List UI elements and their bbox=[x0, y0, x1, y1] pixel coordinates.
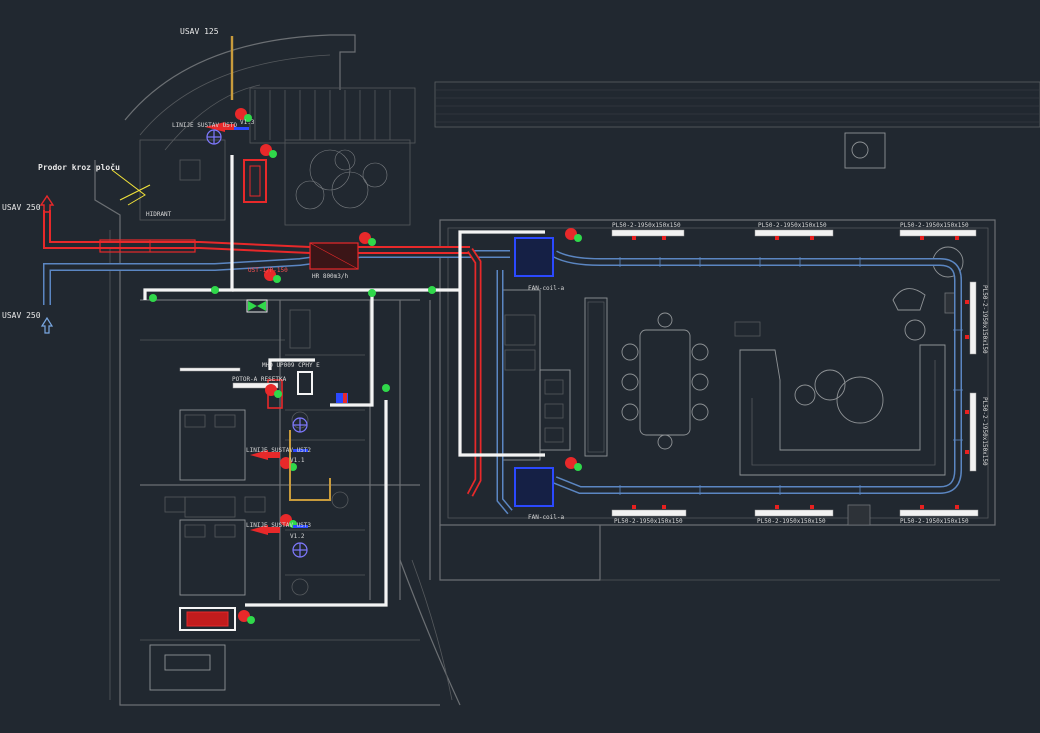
label-pl-bot-3: PL50-2-1950x150x150 bbox=[900, 518, 969, 525]
labels: USAV 125 USAV 250 USAV 250 Prodor kroz p… bbox=[2, 27, 988, 540]
fan-coils bbox=[514, 237, 554, 507]
label-fcu-top: FAN-coil-a bbox=[528, 285, 565, 292]
diffusers bbox=[179, 229, 979, 517]
label-hidrant: HIDRANT bbox=[146, 211, 172, 218]
fan-icon bbox=[206, 129, 308, 558]
label-usav-125: USAV 125 bbox=[180, 27, 219, 36]
fan-coil-unit-top[interactable] bbox=[514, 237, 554, 277]
condensate-piping bbox=[143, 155, 545, 607]
arrow-up-icon bbox=[39, 194, 55, 213]
label-usav-250-return: USAV 250 bbox=[2, 311, 41, 320]
linear-diffuser[interactable] bbox=[754, 229, 834, 237]
label-tag-top-left: LINIJE SUSTAV USTO bbox=[172, 122, 237, 129]
symbols bbox=[111, 36, 582, 624]
label-pl-top-2: PL50-2-1950x150x150 bbox=[758, 222, 827, 229]
linear-diffuser[interactable] bbox=[611, 509, 687, 517]
label-fcu-bottom: FAN-coil-a bbox=[528, 514, 565, 521]
label-v12: V1.2 bbox=[290, 533, 305, 540]
linear-diffuser[interactable] bbox=[754, 509, 834, 517]
label-pl-right-2: PL50-2-1950x150x150 bbox=[981, 397, 988, 466]
label-hr-unit: HR 800m3/h bbox=[312, 273, 349, 280]
fan-coil-unit-bottom[interactable] bbox=[514, 467, 554, 507]
label-tag-mid-left: LINIJE SUSTAV UST2 bbox=[246, 447, 311, 454]
label-pl-right-1: PL50-2-1950x150x150 bbox=[981, 285, 988, 354]
label-pl-top-1: PL50-2-1950x150x150 bbox=[612, 222, 681, 229]
label-pl-bot-1: PL50-2-1950x150x150 bbox=[614, 518, 683, 525]
linear-diffuser[interactable] bbox=[899, 509, 979, 517]
linear-diffuser[interactable] bbox=[969, 392, 977, 472]
linear-diffuser[interactable] bbox=[611, 229, 685, 237]
supply-ducts bbox=[39, 122, 482, 631]
label-prodor: Prodor kroz ploču bbox=[38, 162, 120, 172]
label-pl-bot-2: PL50-2-1950x150x150 bbox=[757, 518, 826, 525]
arrow-up-icon bbox=[40, 316, 54, 334]
architecture bbox=[94, 34, 1040, 706]
label-v13: V1.3 bbox=[240, 119, 255, 126]
label-mhd: MHD UP009 CPHY E bbox=[262, 362, 320, 369]
linear-diffuser[interactable] bbox=[899, 229, 977, 237]
label-usav-250-supply: USAV 250 bbox=[2, 203, 41, 212]
label-red-tag: UST-1/P-150 bbox=[248, 267, 288, 274]
label-tag-low-left: LINIJE SUSTAV UST3 bbox=[246, 522, 311, 529]
label-v11: V1.1 bbox=[290, 457, 305, 464]
label-pl-top-3: PL50-2-1950x150x150 bbox=[900, 222, 969, 229]
label-rekuperator-note: POTOR-A RESETKA bbox=[232, 376, 287, 383]
linear-diffuser[interactable] bbox=[969, 281, 977, 355]
